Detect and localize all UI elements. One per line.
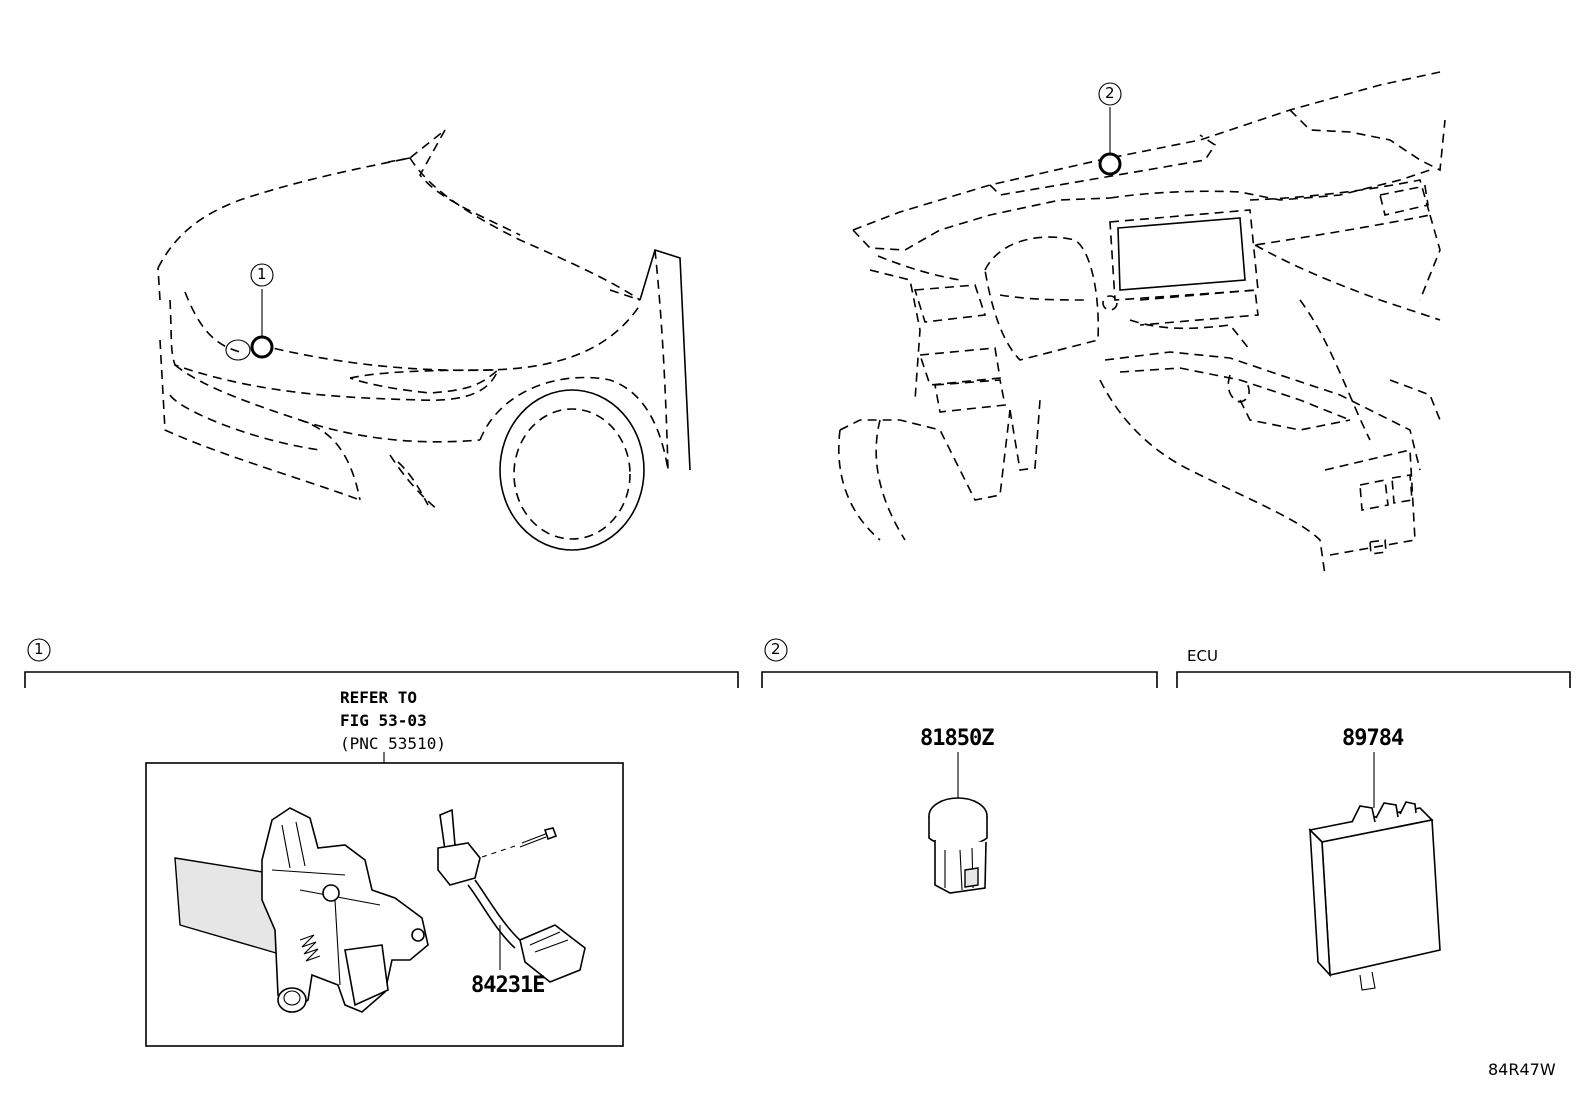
callout-1-number: 1 [257,265,267,283]
refer-to-line2: FIG 53-03 [340,711,427,730]
ecu-section-label: ECU [1187,647,1218,665]
part-number-hood-switch[interactable]: 84231E [471,973,545,998]
hood-lock-assembly [145,752,624,1047]
section-2-label: 2 [771,640,781,658]
part-number-sensor[interactable]: 81850Z [920,726,994,751]
part-number-ecu[interactable]: 89784 [1342,726,1404,751]
section-brackets [24,638,1571,688]
figure-code: 84R47W [1488,1060,1556,1079]
dashboard-illustration [837,71,1446,576]
sensor-part [928,752,988,894]
ecu-module-part [1308,752,1441,991]
refer-to-line1: REFER TO [340,688,418,707]
refer-to-line3: (PNC 53510) [340,734,446,753]
callout-2-number: 2 [1105,84,1115,102]
car-front-illustration [157,129,691,551]
section-1-label: 1 [34,640,44,658]
